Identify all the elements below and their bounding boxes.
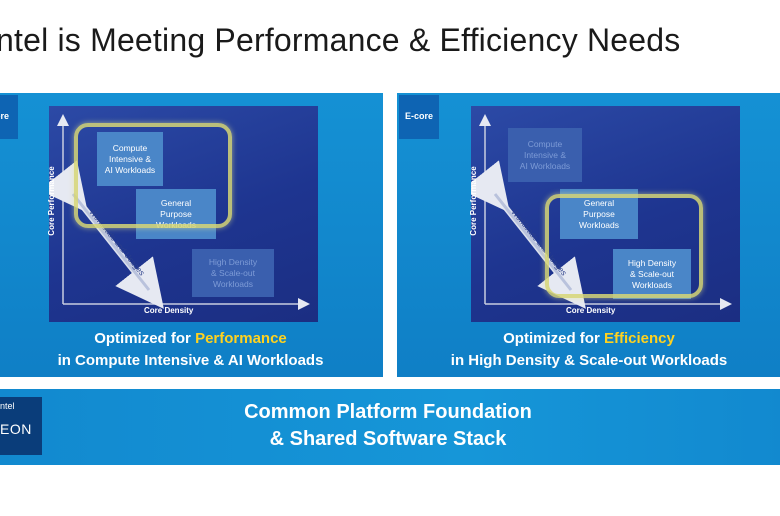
workloads-arrow-inner xyxy=(71,193,151,291)
x-axis-label: Core Density xyxy=(566,306,616,315)
caption-accent: Efficiency xyxy=(603,330,675,347)
compute-intensive-box: Compute Intensive & AI Workloads xyxy=(97,132,163,186)
efficiency-highlight xyxy=(545,194,703,298)
platform-foundation-bar: ntel EON Common Platform Foundation & Sh… xyxy=(0,389,780,465)
caption-accent: Performance xyxy=(195,330,287,347)
x-axis-label: Core Density xyxy=(144,306,194,315)
p-core-panel: core Workloads and Usages Core Performan… xyxy=(0,93,383,377)
performance-highlight xyxy=(74,123,232,228)
p-core-caption: Optimized for Performance in Compute Int… xyxy=(57,330,324,369)
y-axis-label: Core Performance xyxy=(469,166,478,236)
foundation-text: Common Platform Foundation & Shared Soft… xyxy=(244,401,532,450)
xeon-logo: ntel EON xyxy=(0,397,42,455)
core-badge: core xyxy=(0,95,18,139)
e-core-badge: E-core xyxy=(399,95,439,139)
e-core-chart: Workloads and Usages Core Performance Co… xyxy=(469,106,740,322)
workloads-arrow-inner xyxy=(493,193,573,291)
y-axis-label: Core Performance xyxy=(47,166,56,236)
compute-intensive-box: Compute Intensive & AI Workloads xyxy=(508,128,582,182)
slide-title: ntel is Meeting Performance & Efficiency… xyxy=(0,22,681,58)
e-core-panel: E-core Workloads and Usages Core Perform… xyxy=(397,93,780,377)
high-density-box: High Density & Scale-out Workloads xyxy=(613,249,691,299)
high-density-box: High Density & Scale-out Workloads xyxy=(192,249,274,297)
axes-and-arrow: Workloads and Usages xyxy=(471,114,732,310)
e-core-caption: Optimized for Efficiency in High Density… xyxy=(450,330,728,369)
p-core-chart: Workloads and Usages Core Performance Co… xyxy=(47,106,318,322)
